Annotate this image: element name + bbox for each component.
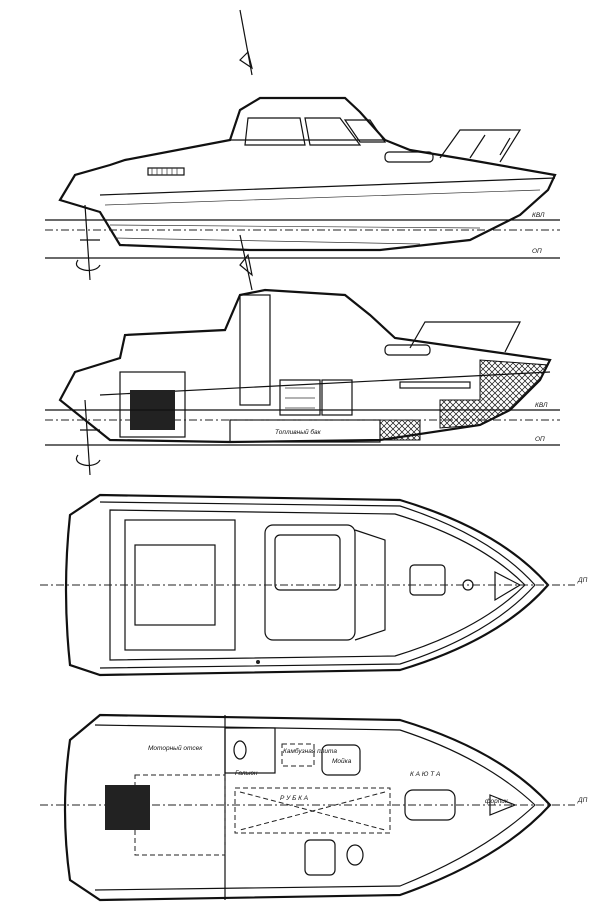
- label-baseline: ОП: [532, 248, 542, 255]
- cabinet: [321, 379, 353, 416]
- hull-outline: [64, 493, 550, 677]
- seat: [304, 839, 336, 876]
- outboard-drive: [75, 204, 101, 281]
- label-forepeak: форпик: [485, 798, 509, 805]
- berth: [399, 381, 471, 389]
- head: [224, 727, 276, 774]
- engine: [105, 785, 150, 830]
- label-fuel-tank: Топливный бак: [275, 428, 322, 436]
- antenna-mast: [239, 234, 253, 291]
- bow-rail: [439, 129, 522, 163]
- window: [244, 117, 306, 146]
- engine: [119, 371, 186, 438]
- interior-plan-view: Моторный отсек Гальюн Камбузная плита Мо…: [40, 713, 588, 902]
- sink: [321, 744, 361, 776]
- hatch: [274, 534, 341, 591]
- porthole: [384, 344, 431, 356]
- bow-rail: [409, 321, 521, 353]
- cabinet: [279, 379, 321, 416]
- door: [239, 294, 271, 406]
- label-engine-room: Моторный отсек: [148, 744, 203, 752]
- side-profile-view: КВЛ ОП: [45, 9, 560, 281]
- window: [343, 119, 387, 143]
- label-galley-stove: Камбузная плита: [283, 747, 337, 755]
- label-centerline: ДП: [577, 577, 588, 584]
- side-section-view: Топливный бак КВЛ ОП: [45, 234, 560, 476]
- label-sink: Мойка: [332, 757, 352, 765]
- porthole: [384, 151, 434, 163]
- vent-grille: [147, 167, 185, 176]
- label-centerline: ДП: [577, 797, 588, 804]
- foam-buoyancy: [439, 359, 549, 429]
- label-waterline: КВЛ: [535, 402, 548, 409]
- flag: [239, 50, 253, 70]
- hull-outline: [63, 713, 552, 902]
- antenna-mast: [239, 9, 253, 76]
- cabin-top: [264, 524, 356, 641]
- helm-wheel: [346, 844, 364, 866]
- deck-plan-view: ДП: [40, 493, 588, 677]
- label-wheelhouse: Р У Б К А: [280, 795, 308, 802]
- hull-outline: [58, 96, 557, 252]
- sheer-line: [99, 177, 556, 196]
- label-waterline: КВЛ: [532, 212, 545, 219]
- fore-hatch: [409, 564, 446, 596]
- galley-stove: [281, 743, 315, 767]
- label-head: Гальюн: [235, 770, 258, 777]
- window: [304, 117, 362, 146]
- toilet: [233, 740, 247, 760]
- wheelhouse: [234, 787, 391, 834]
- windshield: [354, 529, 386, 641]
- label-baseline: ОП: [535, 436, 545, 443]
- label-cabin: К А Ю Т А: [410, 771, 440, 778]
- outboard-drive: [75, 399, 101, 476]
